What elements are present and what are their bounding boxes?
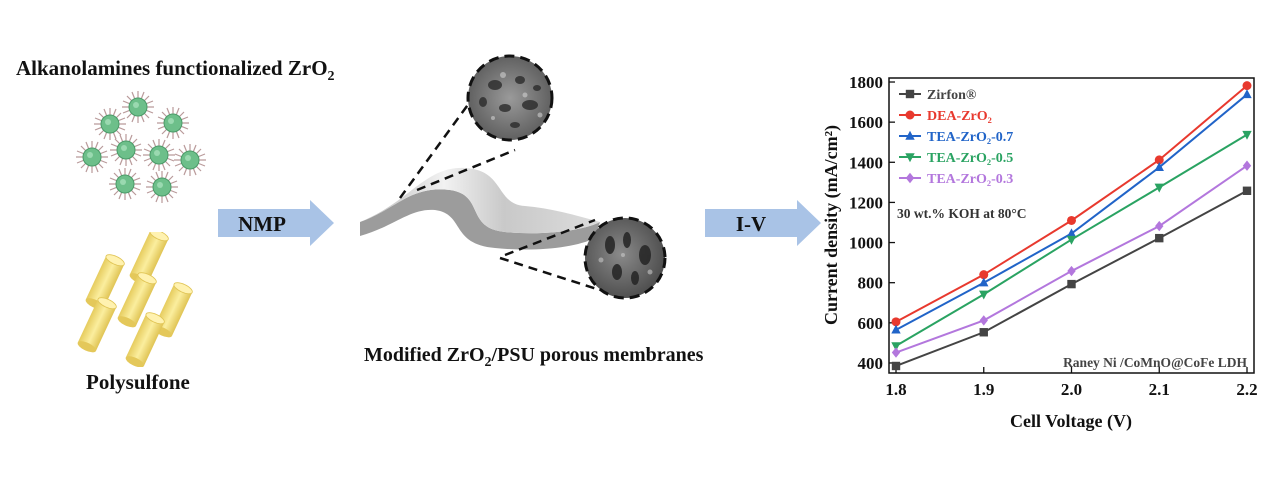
data-point xyxy=(1242,130,1252,140)
y-tick-label: 1400 xyxy=(849,153,883,172)
series-line xyxy=(895,164,1248,354)
data-point xyxy=(979,270,989,280)
y-tick-label: 1000 xyxy=(849,234,883,253)
legend-label: TEA-ZrO₂-0.5 xyxy=(927,151,1013,166)
x-axis-label: Cell Voltage (V) xyxy=(1010,411,1132,432)
data-point xyxy=(979,290,989,300)
left-title: Alkanolamines functionalized ZrO2 xyxy=(16,56,335,85)
electrode-annotation: Raney Ni /CoMnO@CoFe LDH xyxy=(1063,355,1247,370)
legend-label: TEA-ZrO₂-0.7 xyxy=(927,130,1013,145)
data-point xyxy=(1242,160,1252,171)
plot-frame xyxy=(888,77,1255,374)
y-tick-label: 1200 xyxy=(849,193,883,212)
particle-icon xyxy=(75,140,109,174)
data-point xyxy=(891,347,901,358)
legend-label: Zirfon® xyxy=(927,88,977,103)
sem-image-surface xyxy=(466,54,554,142)
x-tick-label: 2.1 xyxy=(1149,380,1170,399)
particle-icon xyxy=(173,143,207,177)
data-point xyxy=(1066,228,1077,238)
data-point xyxy=(1155,220,1164,232)
y-tick-label: 1800 xyxy=(849,73,883,92)
nmp-arrow: NMP xyxy=(218,200,334,246)
data-point xyxy=(1067,215,1076,225)
legend-marker xyxy=(905,130,915,140)
particle-icon xyxy=(156,106,190,140)
condition-annotation: 30 wt.% KOH at 80°C xyxy=(897,206,1027,221)
x-tick-label: 1.8 xyxy=(885,380,906,399)
particle-icon xyxy=(108,167,142,201)
sem-image-cross-section xyxy=(583,216,667,300)
data-point xyxy=(891,317,901,327)
membrane-sheet xyxy=(360,167,600,250)
iv-arrow: I-V xyxy=(705,200,821,246)
data-point xyxy=(1154,183,1164,193)
iv-label: I-V xyxy=(736,212,766,236)
membrane-illustration xyxy=(360,54,667,300)
data-point xyxy=(1242,81,1252,91)
data-point xyxy=(1155,233,1164,243)
legend-marker xyxy=(905,172,915,184)
data-point xyxy=(891,324,901,334)
arrow-right-icon xyxy=(705,200,821,246)
legend-label: TEA-ZrO₂-0.3 xyxy=(927,172,1013,187)
legend-marker xyxy=(905,89,915,99)
particle-icon xyxy=(93,107,127,141)
nmp-label: NMP xyxy=(238,212,286,236)
particle-icon xyxy=(121,90,155,124)
data-point xyxy=(1067,279,1076,289)
polarization-chart: 1.8 1.9 2.0 2.1 2.2 400 600 800 1000 1200 1400 1600… xyxy=(821,73,1258,432)
particle-icon xyxy=(109,133,143,167)
data-point xyxy=(1242,186,1252,195)
zoom-lines xyxy=(398,94,601,292)
data-point xyxy=(1067,265,1076,277)
x-tick-label: 1.9 xyxy=(973,380,994,399)
y-axis-label: Current density (mA/cm²) xyxy=(821,125,842,325)
data-point xyxy=(1154,155,1164,165)
particle-icon xyxy=(145,170,179,204)
y-tick-label: 800 xyxy=(858,274,884,293)
data-point xyxy=(1242,89,1252,99)
x-tick-label: 2.2 xyxy=(1236,380,1257,399)
membrane-caption: Modified ZrO2/PSU porous membranes xyxy=(364,344,704,370)
x-tick-label: 2.0 xyxy=(1061,380,1082,399)
cylinder-icon xyxy=(75,294,119,356)
polysulfone-label: Polysulfone xyxy=(86,370,190,394)
arrow-right-icon xyxy=(218,200,334,246)
data-point xyxy=(1066,235,1077,245)
data-point xyxy=(979,328,988,337)
legend-marker xyxy=(905,110,915,120)
legend-marker xyxy=(905,153,915,163)
data-point xyxy=(979,315,988,326)
data-point xyxy=(979,277,989,287)
legend-label: DEA-ZrO₂ xyxy=(927,109,992,124)
particle-icon xyxy=(142,138,176,172)
data-point xyxy=(891,361,901,371)
y-tick-label: 400 xyxy=(858,354,884,373)
y-tick-label: 1600 xyxy=(849,113,883,132)
zro2-particles-cluster xyxy=(75,90,207,204)
data-point xyxy=(1154,162,1164,172)
data-point xyxy=(891,342,901,352)
y-tick-label: 600 xyxy=(858,314,884,333)
polysulfone-cylinders xyxy=(75,232,195,367)
